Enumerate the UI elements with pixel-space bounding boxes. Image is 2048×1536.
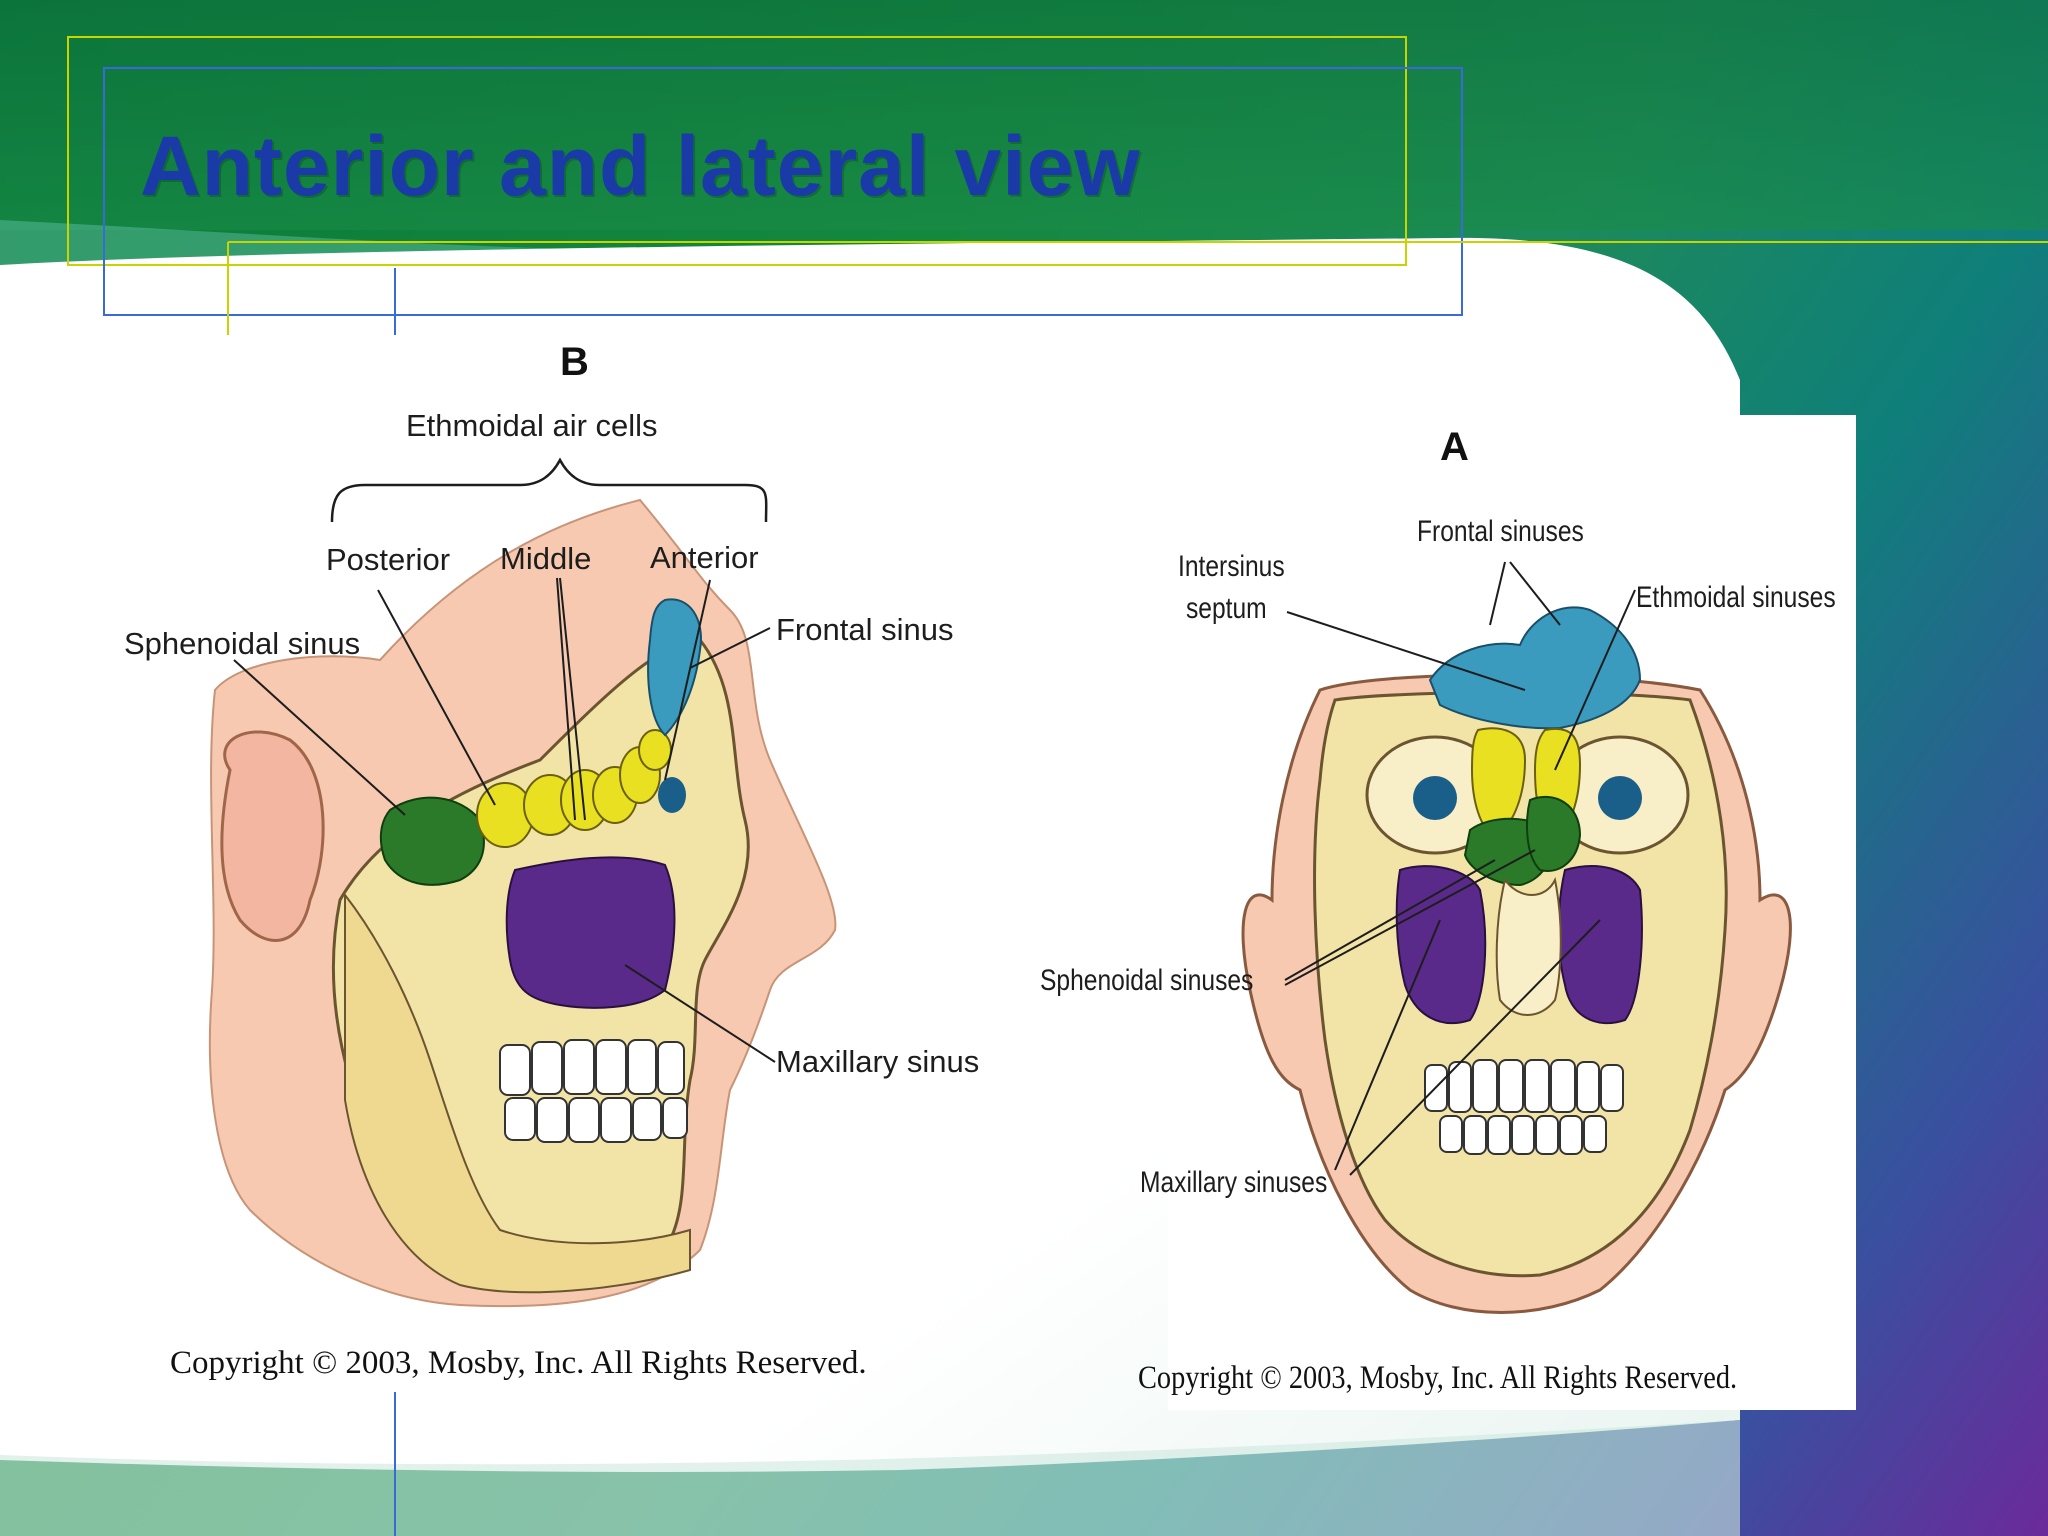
anterior-leader-lines [1284,561,1636,1176]
ear [220,730,325,942]
nasal-cavity [1495,876,1562,1016]
lateral-leader-lines [233,577,776,1063]
teeth-lateral [499,1039,688,1143]
label-ethmoidal-sinuses: Ethmoidal sinuses [1636,581,1836,614]
label-intersinus: Intersinus [1178,550,1285,583]
bottom-fade [0,1420,1740,1536]
label-frontal-sinus: Frontal sinus [776,612,954,647]
frontal-sinuses-shape [1428,606,1642,730]
maxillary-sinus-shape-right [1395,865,1487,1025]
panel-b-copyright: Copyright © 2003, Mosby, Inc. All Rights… [170,1345,867,1381]
eye-lateral [658,777,686,813]
panel-a-copyright: Copyright © 2003, Mosby, Inc. All Rights… [1138,1360,1738,1396]
label-sphenoidal-sinuses: Sphenoidal sinuses [1040,964,1254,997]
label-maxillary-sinus: Maxillary sinus [776,1044,980,1079]
label-frontal-sinuses: Frontal sinuses [1417,515,1584,548]
label-middle: Middle [500,541,592,576]
eye-right [1413,776,1457,820]
eye-left [1598,776,1642,820]
mandible [344,892,691,1294]
decor-frame-blue [103,67,1463,316]
label-ethmoidal-air-cells: Ethmoidal air cells [406,408,658,443]
sphenoidal-sinuses-shape-2 [1526,795,1582,872]
label-septum: septum [1186,592,1267,625]
ethmoidal-brace [330,457,768,523]
decor-frame-yellow [67,36,1407,266]
panel-a-letter: A [1440,425,1469,469]
label-posterior: Posterior [326,542,451,577]
top-band [0,0,2048,230]
panel-b-letter: B [560,340,589,384]
sphenoidal-sinus-shape [379,796,485,886]
label-sphenoidal-sinus: Sphenoidal sinus [124,626,361,661]
label-maxillary-sinuses: Maxillary sinuses [1140,1166,1328,1199]
label-anterior: Anterior [650,540,759,575]
slide-title: Anterior and lateral view [140,119,1141,213]
maxillary-sinus-shape-left [1557,865,1643,1025]
frontal-sinus-shape [647,598,702,737]
